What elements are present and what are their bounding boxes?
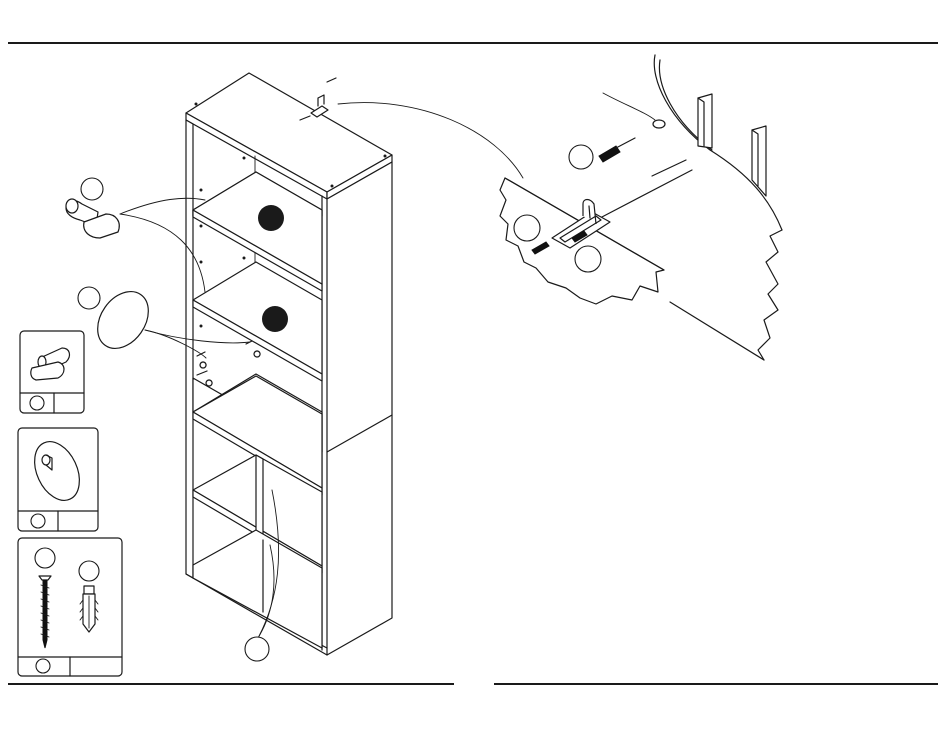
wall-stud-1 bbox=[698, 94, 712, 148]
bookcase-left-edge bbox=[186, 120, 193, 578]
pin-hole bbox=[200, 325, 203, 328]
bracket-tab bbox=[318, 95, 324, 106]
top-hole bbox=[331, 185, 334, 188]
bookcase-right-side bbox=[327, 162, 392, 655]
wall-bottom-edge bbox=[670, 302, 764, 360]
wall-hole bbox=[653, 120, 665, 128]
parts-box-id-circle bbox=[31, 514, 45, 528]
leader-cover-2 bbox=[145, 330, 250, 343]
callout-shelf-pin bbox=[81, 178, 103, 200]
parts-box-hole-cover bbox=[18, 428, 98, 531]
shelf-upper-marker bbox=[258, 205, 284, 231]
shelf-pin-illustration bbox=[66, 178, 119, 238]
callout-wall-screw bbox=[569, 145, 593, 169]
parts-box-screw-anchor bbox=[18, 538, 122, 676]
pin-hole bbox=[243, 257, 246, 260]
callout-wall-anchor bbox=[575, 246, 601, 272]
parts-box-shelf-pin bbox=[20, 331, 84, 413]
leader-cover-1 bbox=[145, 330, 206, 358]
callout-screw bbox=[35, 548, 55, 568]
parts-box-id-circle bbox=[36, 659, 50, 673]
callout-anchor bbox=[79, 561, 99, 581]
top-hole bbox=[384, 155, 387, 158]
parts-box-id-circle bbox=[30, 396, 44, 410]
wall-line bbox=[652, 160, 686, 176]
pin-hole bbox=[200, 225, 203, 228]
wall-screw-tip bbox=[616, 138, 635, 148]
shelf-pin-end bbox=[66, 199, 78, 213]
wall-screw bbox=[599, 146, 620, 162]
bookcase bbox=[186, 73, 392, 655]
pin-hole bbox=[243, 157, 246, 160]
wall-torn-edge bbox=[758, 230, 782, 360]
top-screw-1 bbox=[327, 78, 336, 82]
hole-cover-illustration bbox=[78, 282, 159, 358]
top-hole bbox=[195, 103, 198, 106]
callout-lower-dividers bbox=[245, 637, 269, 661]
shelf-middle-marker bbox=[262, 306, 288, 332]
pin-hole bbox=[200, 261, 203, 264]
leader-wall-hole bbox=[603, 93, 655, 120]
wall-line-2 bbox=[600, 170, 692, 218]
callout-bracket-screw bbox=[514, 215, 540, 241]
wall-mount-detail bbox=[500, 55, 782, 360]
parts-box-frame bbox=[18, 538, 122, 676]
pin-hole bbox=[200, 189, 203, 192]
top-bracket bbox=[311, 106, 328, 117]
callout-hole-cover bbox=[78, 287, 100, 309]
